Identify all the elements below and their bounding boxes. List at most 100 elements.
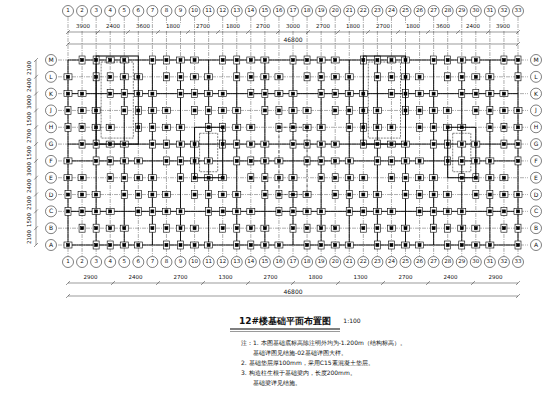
column [151,210,154,213]
column [362,193,365,196]
title-underline [230,331,340,332]
column-footing [345,74,353,80]
axis-bubble [531,105,542,116]
column-footing [473,191,479,199]
dimension-tick [426,30,430,34]
foundation-beam [180,60,181,245]
column [263,159,266,162]
column-footing [149,123,155,131]
axis-bubble [231,257,242,268]
column [320,92,323,95]
axis-bubble [147,257,158,268]
column-footing [106,208,114,214]
dimension-tick [516,294,520,298]
column-footing [360,207,366,215]
column-footing [261,225,269,231]
column-footing [444,107,452,113]
axis-bubble [372,6,383,17]
foundation-beam [208,60,209,245]
column-footing [248,90,254,98]
column [165,59,168,62]
column-footing [373,192,381,198]
column-footing [318,157,324,165]
column [418,210,421,213]
column [207,210,210,213]
axis-letter: L [533,74,538,80]
column [362,176,365,179]
dimension-line [68,32,518,33]
column [517,126,520,129]
column [502,126,505,129]
column-footing [262,191,268,199]
dimension-tick [246,30,250,34]
axis-number: 5 [122,8,128,14]
column [263,59,266,62]
column-footing [458,141,466,147]
column [123,92,126,95]
column [292,59,295,62]
axis-bubble [513,6,524,17]
column-footing [92,208,100,214]
column [460,92,463,95]
stair-core [448,127,476,177]
column [249,176,252,179]
axis-number: 7 [150,8,156,14]
column-footing [373,124,381,130]
axis-bubble [46,122,57,133]
column [109,59,112,62]
column [348,109,351,112]
column-footing [106,124,114,130]
column [517,159,520,162]
foundation-beam [349,60,350,245]
column [432,227,435,230]
column [151,143,154,146]
column [235,244,238,247]
axis-line [208,17,209,256]
foundation-beam [461,60,462,245]
axis-bubble [428,257,439,268]
axis-bubble [259,6,270,17]
column-footing [416,74,424,80]
column [151,109,154,112]
axis-letter: M [47,57,54,63]
column [235,193,238,196]
dimension-tick [66,294,70,298]
column-footing [191,242,199,248]
column-footing [472,74,480,80]
column-footing [487,123,493,131]
axis-bubble [372,257,383,268]
column [193,92,196,95]
column-footing [262,174,268,182]
column-footing [445,224,451,232]
column-footing [121,191,127,199]
axis-bubble [316,257,327,268]
column [488,176,491,179]
dimension-text: 3000 [285,24,301,30]
column-footing [417,191,423,199]
axis-number: 1 [65,259,71,265]
axis-line [391,17,392,256]
column [362,227,365,230]
column [320,143,323,146]
axis-bubble [175,6,186,17]
axis-line [433,17,434,256]
column [151,59,154,62]
column-footing [233,208,241,214]
axis-bubble [203,6,214,17]
column-footing [444,192,452,198]
dimension-tick [66,42,70,46]
dimension-tick [34,125,38,129]
column [179,59,182,62]
column [488,92,491,95]
axis-number: 2 [79,259,85,265]
column [348,176,351,179]
dimension-tick [34,193,38,197]
column-footing [234,140,240,148]
axis-bubble [470,6,481,17]
column-footing [360,224,366,232]
column [334,244,337,247]
column-footing [120,242,128,248]
column [137,176,140,179]
column [418,193,421,196]
column-footing [373,107,381,113]
